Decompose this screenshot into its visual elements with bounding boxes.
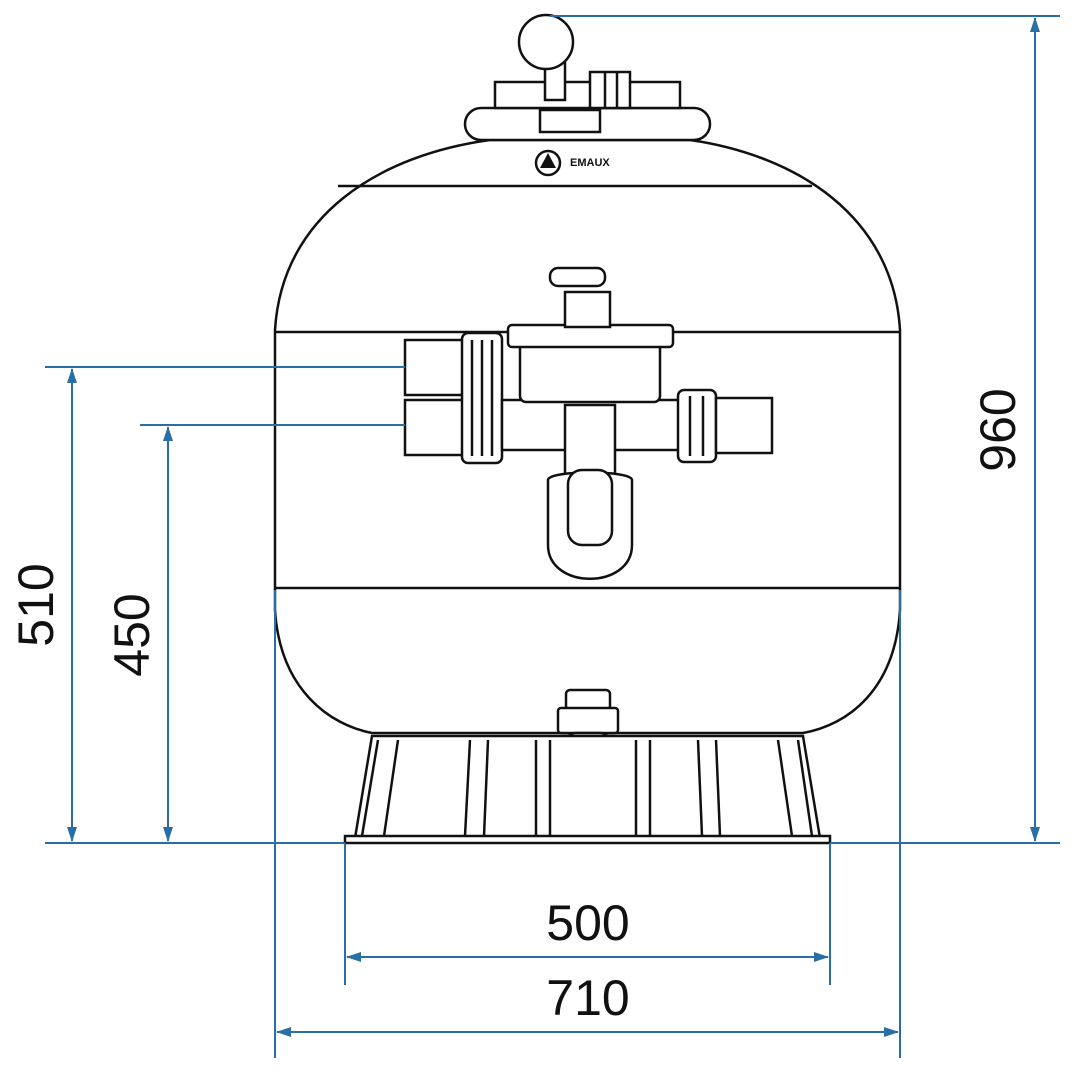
dimension-label-500: 500 xyxy=(546,895,629,951)
logo-text: EMAUX xyxy=(570,157,610,169)
dimension-label-710: 710 xyxy=(546,970,629,1026)
dimension-label-510: 510 xyxy=(8,563,64,646)
dimension-960: 960 xyxy=(550,15,1060,844)
dimension-710: 710 xyxy=(274,590,901,1058)
dimension-500: 500 xyxy=(344,843,831,985)
dimension-label-960: 960 xyxy=(970,388,1026,471)
dimension-450: 450 xyxy=(104,424,405,842)
tank-base xyxy=(343,734,832,845)
multiport-valve xyxy=(403,266,774,580)
logo: EMAUX xyxy=(534,149,610,177)
dimension-510: 510 xyxy=(8,366,405,844)
dimension-label-450: 450 xyxy=(104,593,160,676)
top-cap xyxy=(463,13,712,142)
pressure-gauge-icon xyxy=(517,13,575,71)
